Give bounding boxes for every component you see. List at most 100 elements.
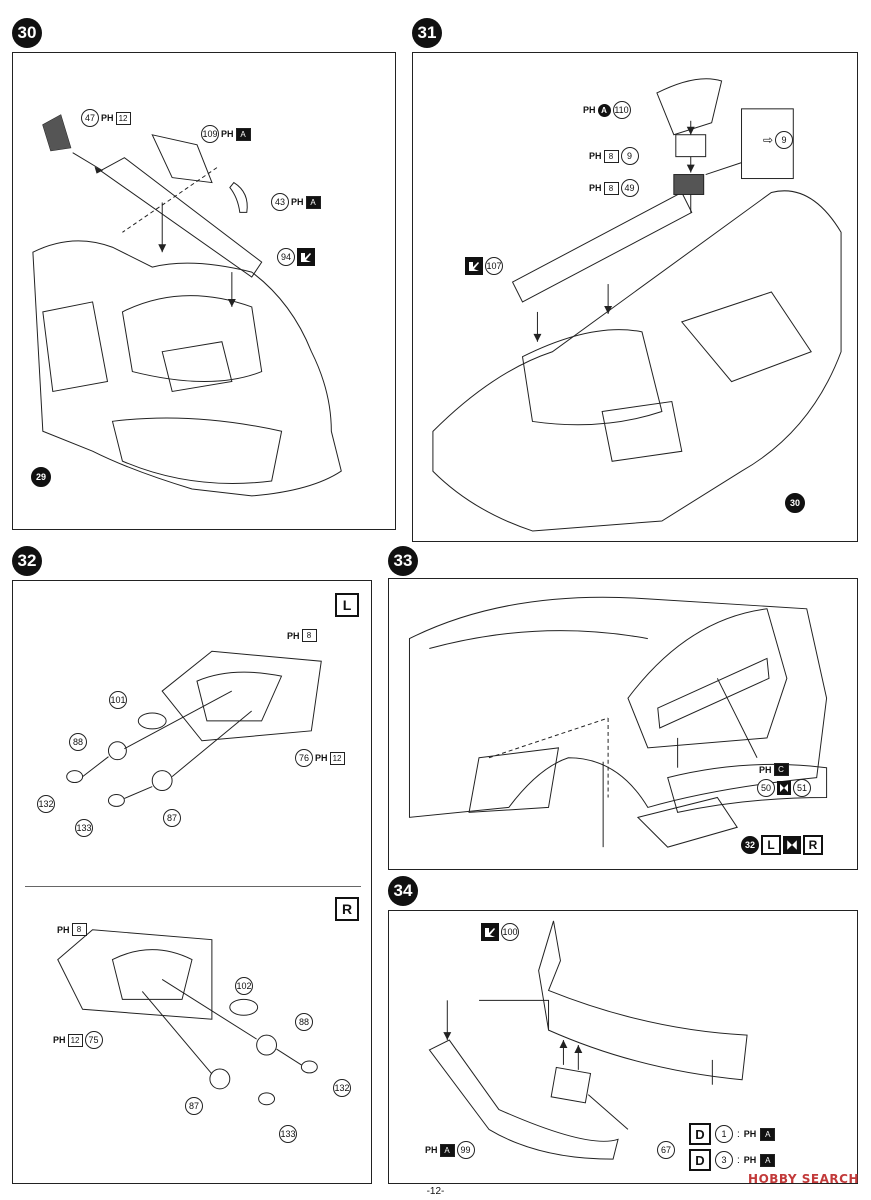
paint-code: A bbox=[597, 103, 611, 117]
legend-letter: D bbox=[689, 1149, 711, 1171]
step32-right-paint-8: PH 8 bbox=[57, 923, 87, 936]
step-31-panel: PH A 110 PH 8 9 PH 8 49 ⇨ 9 107 30 bbox=[412, 52, 858, 542]
step34-callout-100: 100 bbox=[481, 923, 519, 941]
step30-callout-109: 109 PH A bbox=[201, 125, 251, 143]
paint-code: A bbox=[760, 1127, 776, 1141]
part-number: 9 bbox=[775, 131, 794, 149]
part-number: 110 bbox=[612, 101, 631, 119]
paint-code: 12 bbox=[67, 1033, 83, 1047]
step33-paint-c: PH C bbox=[759, 763, 789, 776]
step32-left-paint-8: PH 8 bbox=[287, 629, 317, 642]
paint-code-label: PH bbox=[57, 924, 70, 935]
step-number-33: 33 bbox=[388, 546, 418, 576]
page-number: -12- bbox=[426, 1186, 445, 1197]
part-number: 133 bbox=[279, 1125, 297, 1143]
step30-assembly-ref: 29 bbox=[31, 467, 51, 487]
part-number: 133 bbox=[75, 819, 93, 837]
step-34-illustration bbox=[428, 920, 748, 1160]
part-number: 132 bbox=[37, 795, 55, 813]
step30-callout-94: 94 bbox=[277, 248, 315, 266]
step32-callout-87-r: 87 bbox=[185, 1097, 203, 1115]
paint-code-label: PH bbox=[287, 630, 300, 641]
paint-code-label: PH bbox=[221, 129, 234, 139]
step32-callout-132-r: 132 bbox=[333, 1079, 351, 1097]
paint-code: A bbox=[235, 127, 251, 141]
step32-callout-75: PH 12 75 bbox=[53, 1031, 103, 1049]
paint-code: 8 bbox=[71, 923, 87, 936]
watermark: HOBBY SEARCH bbox=[748, 1172, 859, 1186]
part-number: 67 bbox=[657, 1141, 675, 1159]
part-number: 107 bbox=[485, 257, 503, 275]
step31-callout-110: PH A 110 bbox=[583, 101, 631, 119]
step31-detail-ref: ⇨ 9 bbox=[763, 131, 794, 149]
paint-code: C bbox=[773, 763, 789, 776]
part-number: 47 bbox=[81, 109, 99, 127]
paint-code-label: PH bbox=[759, 764, 772, 775]
paint-code-label: PH bbox=[101, 113, 114, 123]
step-32-panel: L PH 8 101 88 132 133 87 76 PH 12 R PH 8… bbox=[12, 580, 372, 1184]
part-number: 51 bbox=[793, 779, 811, 797]
paint-code: A bbox=[760, 1153, 776, 1167]
side-label-right: R bbox=[335, 897, 359, 921]
side-label-right: R bbox=[803, 835, 823, 855]
mirror-icon bbox=[783, 836, 801, 854]
step-30-panel: 47 PH 12 109 PH A 43 PH A 94 29 bbox=[12, 52, 396, 530]
glue-icon bbox=[297, 248, 315, 266]
paint-code-label: PH bbox=[53, 1035, 66, 1045]
arrow-right-icon: ⇨ bbox=[763, 133, 774, 147]
assembly-number: 32 bbox=[741, 836, 759, 854]
part-number: 87 bbox=[185, 1097, 203, 1115]
part-number: 76 bbox=[295, 749, 313, 767]
legend-row-d3: D 3 : PH A bbox=[689, 1149, 776, 1171]
paint-code: 8 bbox=[603, 149, 619, 163]
part-number: 50 bbox=[757, 779, 775, 797]
legend-separator: : bbox=[737, 1154, 740, 1166]
paint-code-label: PH bbox=[589, 183, 602, 193]
part-number: 87 bbox=[163, 809, 181, 827]
step30-callout-43: 43 PH A bbox=[271, 193, 321, 211]
part-number: 88 bbox=[295, 1013, 313, 1031]
step-number-34: 34 bbox=[388, 876, 418, 906]
step-34-panel: 100 67 PH A 99 D 1 : PH A D 3 : PH A bbox=[388, 910, 858, 1184]
paint-code-label: PH bbox=[743, 1155, 757, 1165]
glue-icon bbox=[481, 923, 499, 941]
paint-code-label: PH bbox=[425, 1145, 438, 1155]
step31-callout-107: 107 bbox=[465, 257, 503, 275]
step32-callout-87: 87 bbox=[163, 809, 181, 827]
paint-code-label: PH bbox=[315, 753, 328, 763]
legend-number: 3 bbox=[715, 1151, 733, 1169]
step-30-illustration bbox=[32, 114, 342, 497]
paint-code-label: PH bbox=[583, 105, 596, 115]
legend-row-d1: D 1 : PH A bbox=[689, 1123, 776, 1145]
step-number-32: 32 bbox=[12, 546, 42, 576]
legend-separator: : bbox=[737, 1128, 740, 1140]
side-label-left: L bbox=[761, 835, 781, 855]
step-31-illustration bbox=[432, 78, 842, 532]
side-label-left: L bbox=[335, 593, 359, 617]
legend-number: 1 bbox=[715, 1125, 733, 1143]
step32-callout-133: 133 bbox=[75, 819, 93, 837]
step31-assembly-ref: 30 bbox=[785, 493, 805, 513]
paint-code: A bbox=[305, 195, 321, 209]
part-number: 49 bbox=[620, 179, 639, 197]
paint-code: A bbox=[439, 1143, 455, 1157]
step32-callout-132: 132 bbox=[37, 795, 55, 813]
step31-callout-49: PH 8 49 bbox=[589, 179, 639, 197]
part-number: 99 bbox=[456, 1141, 475, 1159]
step32-callout-133-r: 133 bbox=[279, 1125, 297, 1143]
step32-callout-76: 76 PH 12 bbox=[295, 749, 345, 767]
step33-assembly-ref: 32 L R bbox=[741, 835, 823, 855]
step30-callout-47: 47 PH 12 bbox=[81, 109, 131, 127]
step32-callout-88-r: 88 bbox=[295, 1013, 313, 1031]
part-number: 132 bbox=[333, 1079, 351, 1097]
step31-callout-9: PH 8 9 bbox=[589, 147, 639, 165]
step-number-31: 31 bbox=[412, 18, 442, 48]
paint-code-label: PH bbox=[589, 151, 602, 161]
part-number: 102 bbox=[235, 977, 253, 995]
step-32-illustration bbox=[57, 650, 322, 1106]
mirror-icon bbox=[777, 781, 791, 795]
paint-code: 8 bbox=[301, 629, 317, 642]
step34-callout-67: 67 bbox=[657, 1141, 675, 1159]
paint-code-label: PH bbox=[743, 1129, 757, 1139]
part-number: 94 bbox=[277, 248, 295, 266]
